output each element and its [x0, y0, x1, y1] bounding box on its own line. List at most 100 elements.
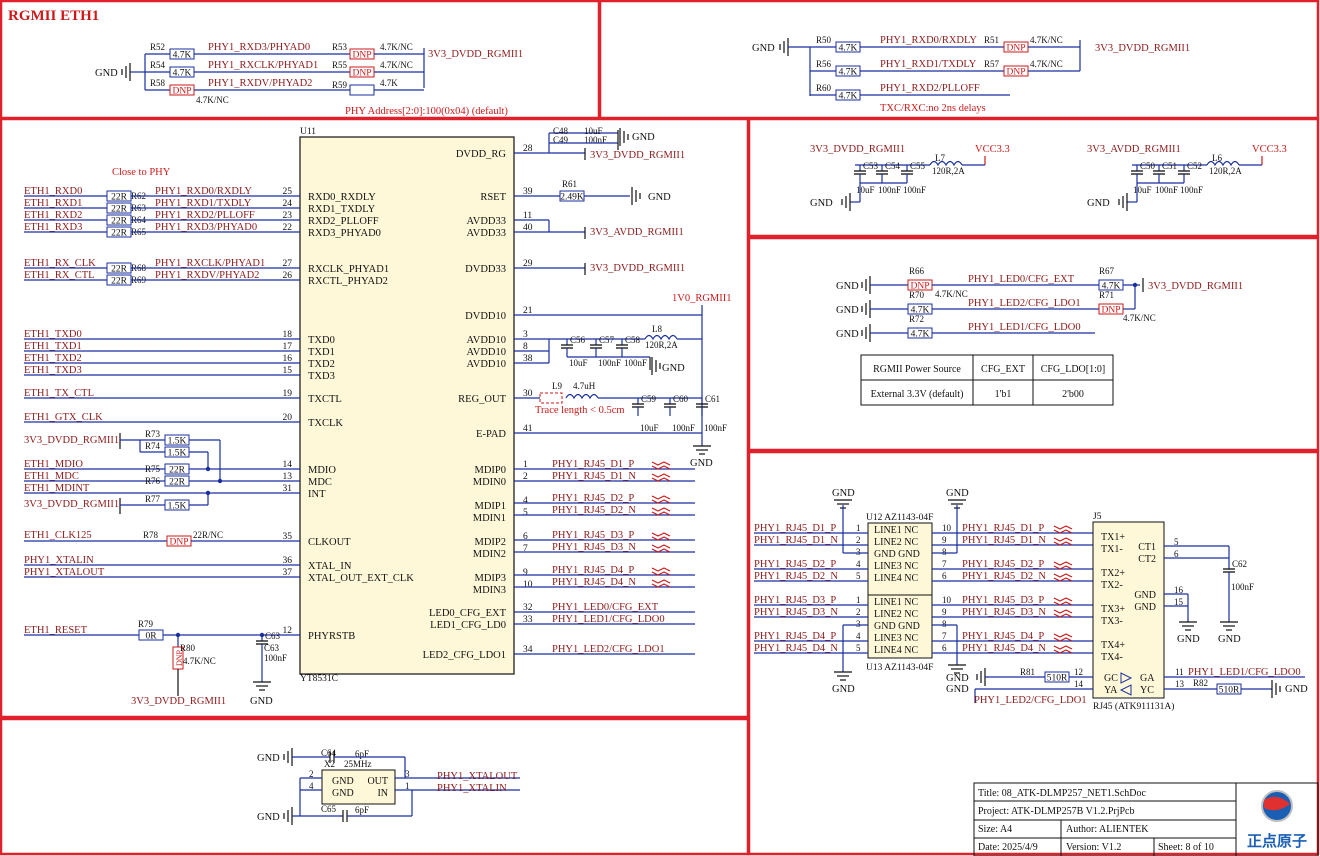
chip-pin-name: INT [308, 489, 326, 500]
capacitor-ref: C62 [1232, 559, 1247, 569]
capacitor-value: 100nF [1231, 582, 1254, 592]
resistor-value: 4.7K [1102, 282, 1121, 292]
date-value: Date: 2025/4/9 [978, 842, 1038, 853]
capacitor-value: 100nF [1180, 185, 1203, 195]
connector-pin: TX2+ [1101, 568, 1125, 579]
resistor-ref: R66 [909, 266, 925, 276]
net-label: PHY1_RJ45_D3_N [754, 607, 838, 618]
gnd-label: GND [946, 673, 969, 684]
inductor-ref: L7 [935, 153, 945, 163]
resistor-value: DNP [175, 649, 184, 666]
net-label: PHY1_XTALOUT [437, 771, 518, 782]
pin-number: 1 [856, 523, 861, 533]
pin-number: 6 [942, 571, 947, 581]
esd-icon [651, 583, 671, 588]
junction [205, 490, 211, 496]
esd-icon [651, 465, 671, 470]
pin-number: 8 [942, 619, 947, 629]
net-label: PHY1_RXD0/RXDLY [880, 35, 977, 46]
capacitor-ref: C63 [264, 643, 280, 653]
chip-pin-number: 10 [523, 580, 533, 590]
inductor-ref: L6 [1212, 153, 1222, 163]
chip-pin-name: RXD3_PHYAD0 [308, 228, 381, 239]
rail-label: 3V3_DVDD_RGMII1 [24, 435, 119, 446]
net-label: PHY1_RJ45_D1_N [754, 535, 838, 546]
connector-pin: YC [1140, 685, 1154, 696]
gnd-label: GND [1177, 634, 1200, 645]
section-frame [747, 117, 1320, 238]
resistor-ref: R57 [984, 59, 1000, 69]
led-icon [1119, 684, 1132, 696]
connector-pin: TX1+ [1101, 532, 1125, 543]
net-label: PHY1_LED0/CFG_EXT [968, 274, 1075, 285]
esd-icon [1053, 601, 1073, 606]
resistor-ref: R56 [816, 59, 832, 69]
resistor-ref: R74 [145, 441, 161, 451]
gnd-label: GND [632, 132, 655, 143]
connector-pin: GND [1134, 590, 1156, 601]
esd-icon [651, 571, 671, 576]
close-to-phy-note: Close to PHY [112, 167, 171, 178]
pin-number: 5 [1174, 537, 1179, 547]
resistor-ref: R72 [909, 314, 924, 324]
esd-icon [1053, 597, 1073, 602]
gnd-label: GND [1285, 684, 1308, 695]
resistor-value: 4.7K [839, 44, 858, 54]
net-label: ETH1_TX_CTL [24, 388, 94, 399]
chip-pin-number: 39 [523, 187, 533, 197]
rail-label: 3V3_DVDD_RGMII1 [1095, 43, 1190, 54]
chip-pin-number: 12 [283, 626, 293, 636]
chip-pin-name: RSET [480, 192, 506, 203]
capacitor-value: 100nF [264, 653, 287, 663]
resistor-note: 4.7K [380, 78, 398, 88]
gnd-label: GND [836, 329, 859, 340]
pin-number: 3 [856, 547, 861, 557]
capacitor-ref: C59 [641, 394, 657, 404]
capacitor-ref: C51 [1162, 161, 1177, 171]
inductor-icon [1206, 160, 1240, 167]
chip-pin-name: MDIP1 [474, 501, 506, 512]
chip-pin-name: LED2_CFG_LDO1 [423, 650, 506, 661]
net-label: PHY1_RJ45_D3_N [552, 542, 636, 553]
net-label: PHY1_RXD1/TXDLY [880, 59, 977, 70]
chip-ref: U13 AZ1143-04F [866, 663, 933, 673]
title-value: Title: 08_ATK-DLMP257_NET1.SchDoc [978, 788, 1147, 799]
pin-number: 2 [856, 607, 861, 617]
resistor-ref: R79 [138, 619, 154, 629]
esd-icon [1053, 525, 1073, 530]
resistor-value: 22R [111, 205, 128, 215]
chip-pin-number: 36 [283, 556, 293, 566]
chip-pin-number: 13 [283, 472, 293, 482]
esd-icon [651, 473, 671, 478]
inductor-value: 120R,2A [1209, 166, 1242, 176]
capacitor-ref: C53 [863, 161, 879, 171]
net-label: PHY1_RJ45_D4_P [552, 565, 634, 576]
net-label: ETH1_GTX_CLK [24, 412, 103, 423]
section-frame [0, 717, 750, 856]
resistor-note: 22R/NC [193, 530, 223, 540]
pin-number: 10 [942, 595, 952, 605]
resistor-value: 4.7K [839, 68, 858, 78]
connector-pin: GA [1140, 673, 1155, 684]
resistor-ref: R59 [332, 80, 348, 90]
trace-note: Trace length < 0.5cm [535, 405, 625, 416]
rail-label: 3V3_DVDD_RGMII1 [590, 150, 685, 161]
chip-pin-name: TXD3 [308, 371, 335, 382]
esd-pin: GND GND [874, 621, 920, 632]
vcc-label: VCC3.3 [1252, 144, 1287, 155]
pin-number: 11 [1175, 667, 1184, 677]
chip-pin-name: REG_OUT [458, 394, 506, 405]
chip-ref: J5 [1093, 512, 1102, 522]
esd-chip-u13 [867, 594, 933, 659]
net-label: ETH1_RESET [24, 625, 88, 636]
chip-pin-name: DVDD_RG [456, 149, 507, 160]
net-label: PHY1_RJ45_D1_N [552, 471, 636, 482]
led-icon [1120, 672, 1133, 684]
size-value: Size: A4 [978, 824, 1012, 835]
net-label: ETH1_RX_CLK [24, 258, 96, 269]
chip-pin-number: 15 [283, 366, 293, 376]
chip-pin-name: TXD0 [308, 335, 335, 346]
resistor-value: 4.7K [911, 330, 930, 340]
chip-pin-number: 4 [523, 496, 528, 506]
resistor-value: DNP [1006, 68, 1025, 78]
